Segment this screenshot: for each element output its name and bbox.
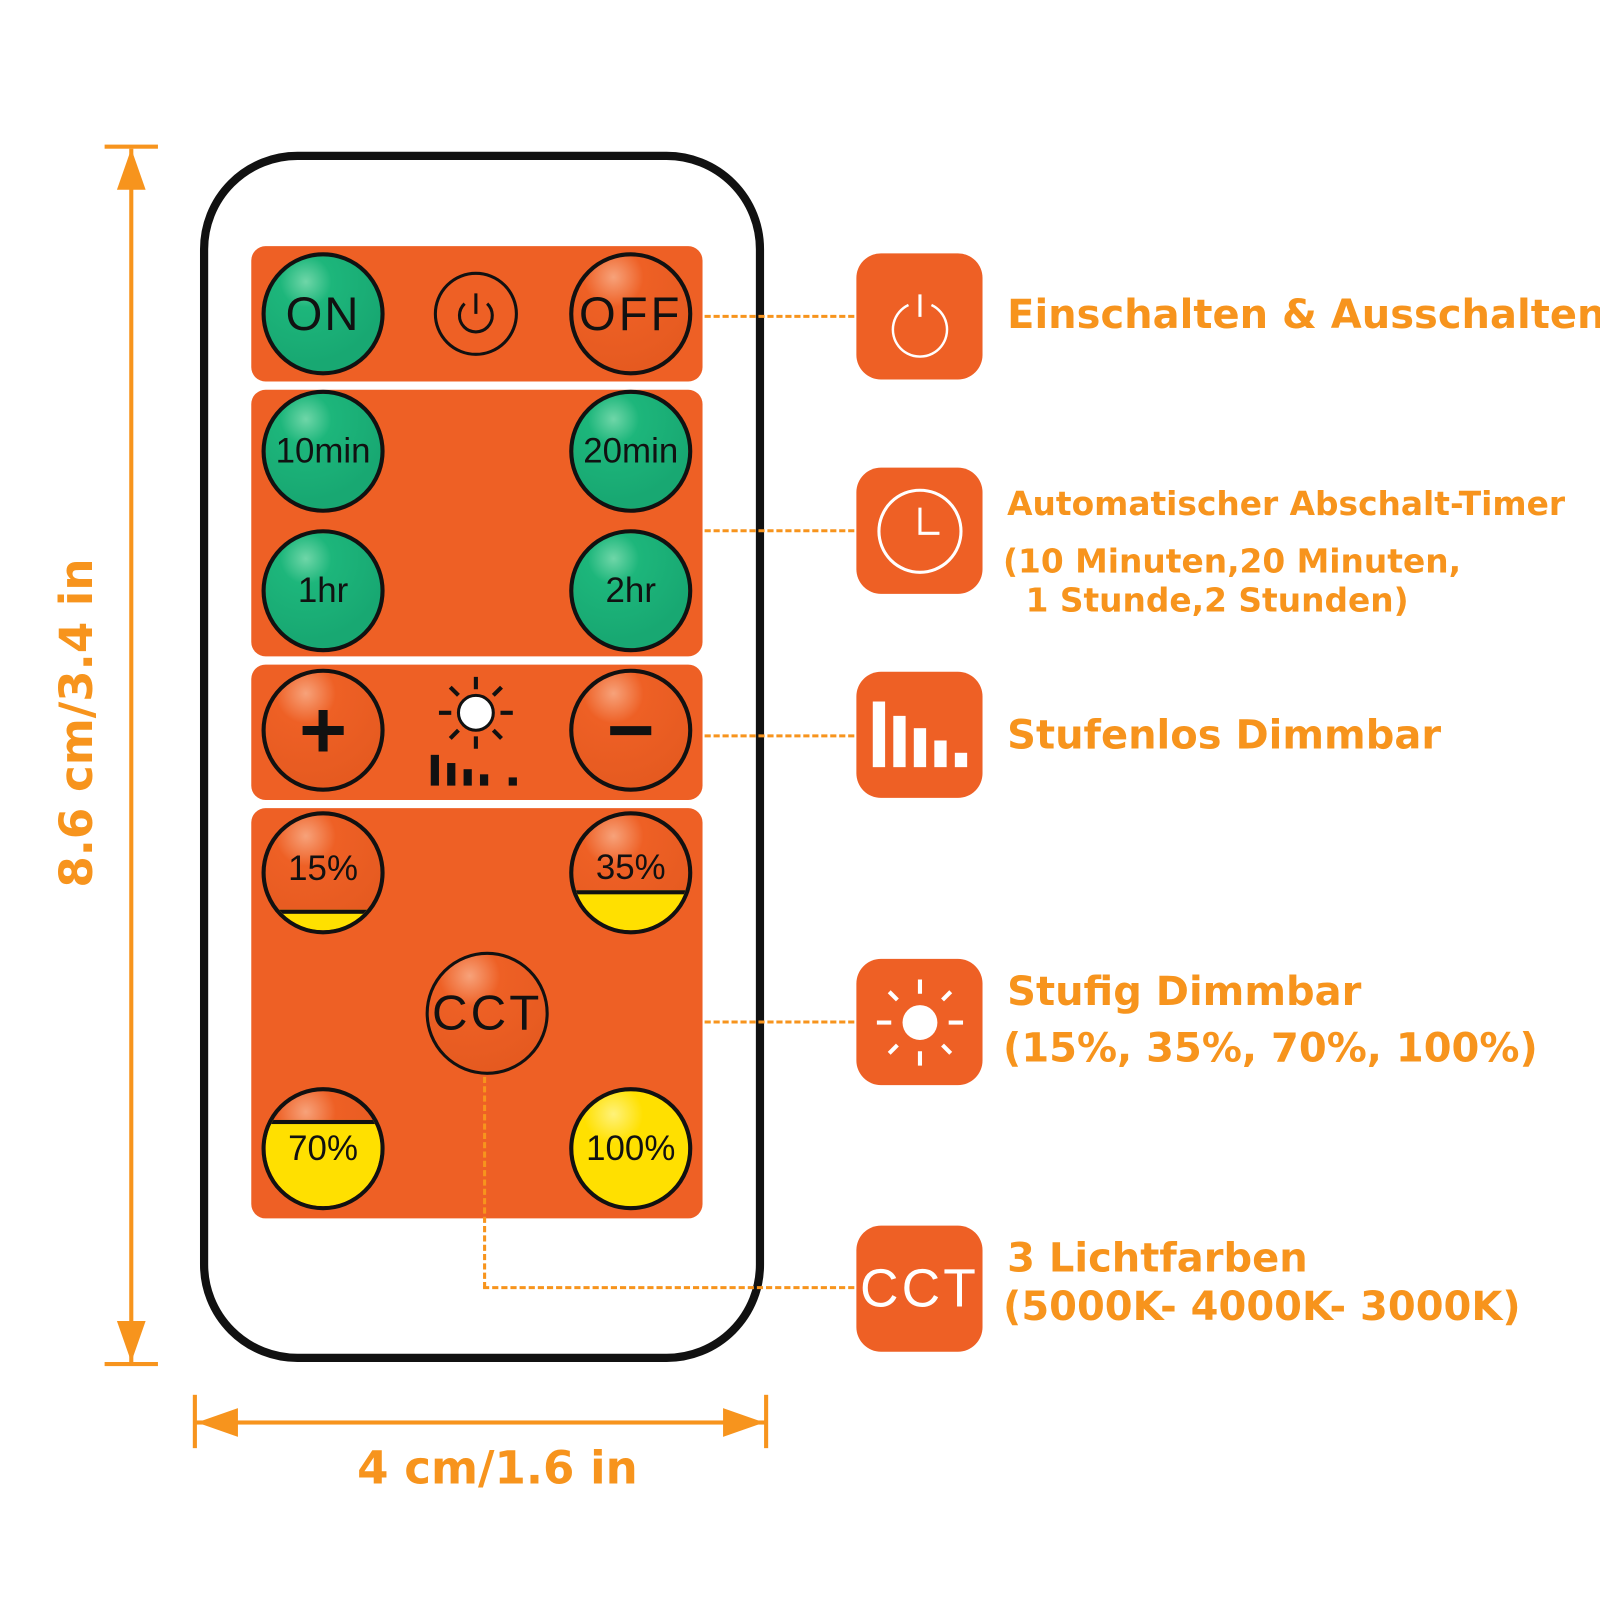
- off-label: OFF: [578, 287, 683, 341]
- height-label: 8.6 cm/3.4 in: [50, 558, 104, 888]
- power-icon: [856, 253, 983, 380]
- height-dimension-line: [129, 148, 134, 1365]
- feature-timer-line3: 1 Stunde,2 Stunden): [1025, 580, 1409, 620]
- timer-1hr-label: 1hr: [297, 570, 349, 610]
- callout-line-timer: [704, 529, 855, 533]
- feature-levels-title: Stufig Dimmbar: [1007, 969, 1362, 1016]
- timer-20min-label: 20min: [583, 431, 679, 471]
- height-dimension-cap-top: [104, 144, 158, 149]
- feature-dimmer-title: Stufenlos Dimmbar: [1007, 712, 1442, 759]
- cct-button[interactable]: CCT: [425, 951, 549, 1075]
- callout-line-cct-horizontal: [483, 1286, 855, 1290]
- clock-icon: [856, 467, 983, 594]
- arrow-up-icon: [116, 148, 146, 190]
- minus-label: −: [606, 684, 655, 776]
- width-dimension-cap-right: [764, 1394, 769, 1449]
- timer-2hr-button[interactable]: 2hr: [569, 529, 693, 653]
- remote-body: [199, 151, 765, 1362]
- cct-icon-label: CCT: [860, 1258, 979, 1319]
- on-button[interactable]: ON: [261, 252, 385, 376]
- level-100-label: 100%: [586, 1128, 676, 1168]
- timer-2hr-label: 2hr: [605, 570, 656, 610]
- sun-dimming-icon: [429, 675, 523, 794]
- level-35-button[interactable]: 35%: [569, 811, 693, 935]
- sun-icon: [856, 958, 983, 1086]
- arrow-down-icon: [116, 1320, 146, 1362]
- off-button[interactable]: OFF: [569, 252, 693, 376]
- plus-label: +: [299, 684, 348, 776]
- cct-icon: CCT: [856, 1225, 983, 1352]
- level-fill: [265, 909, 381, 931]
- feature-timer-line2: (10 Minuten,20 Minuten,: [1003, 541, 1462, 581]
- brightness-up-button[interactable]: +: [261, 668, 385, 792]
- level-70-button[interactable]: 70%: [261, 1087, 385, 1211]
- feature-timer-title: Automatischer Abschalt-Timer: [1007, 484, 1566, 524]
- width-dimension-cap-left: [192, 1394, 197, 1449]
- power-indicator-icon: [433, 271, 518, 356]
- width-label: 4 cm/1.6 in: [357, 1442, 638, 1495]
- height-dimension-cap-bottom: [104, 1361, 158, 1367]
- width-dimension-line: [194, 1420, 768, 1425]
- feature-cct-title: 3 Lichtfarben: [1007, 1235, 1308, 1282]
- callout-line-power: [704, 314, 855, 318]
- timer-20min-button[interactable]: 20min: [569, 389, 693, 513]
- arrow-right-icon: [723, 1408, 765, 1437]
- level-70-label: 70%: [288, 1128, 358, 1168]
- callout-line-cct-vertical: [483, 1076, 487, 1289]
- callout-line-levels: [704, 1020, 855, 1024]
- feature-power-title: Einschalten & Ausschalten: [1007, 292, 1600, 339]
- level-35-label: 35%: [595, 847, 666, 887]
- level-fill: [265, 1119, 381, 1207]
- level-100-button[interactable]: 100%: [569, 1087, 693, 1211]
- dimming-bars-icon: [856, 671, 983, 798]
- level-15-button[interactable]: 15%: [261, 811, 385, 935]
- feature-levels-line2: (15%, 35%, 70%, 100%): [1003, 1025, 1538, 1072]
- timer-10min-button[interactable]: 10min: [261, 389, 385, 513]
- callout-line-dimmer: [704, 734, 855, 738]
- feature-cct-line2: (5000K- 4000K- 3000K): [1003, 1284, 1521, 1331]
- level-fill: [573, 890, 689, 931]
- timer-10min-label: 10min: [275, 431, 371, 471]
- cct-label: CCT: [431, 986, 543, 1041]
- level-15-label: 15%: [288, 848, 358, 888]
- brightness-down-button[interactable]: −: [569, 668, 693, 792]
- timer-1hr-button[interactable]: 1hr: [261, 529, 385, 653]
- on-label: ON: [285, 287, 361, 341]
- arrow-left-icon: [196, 1408, 238, 1437]
